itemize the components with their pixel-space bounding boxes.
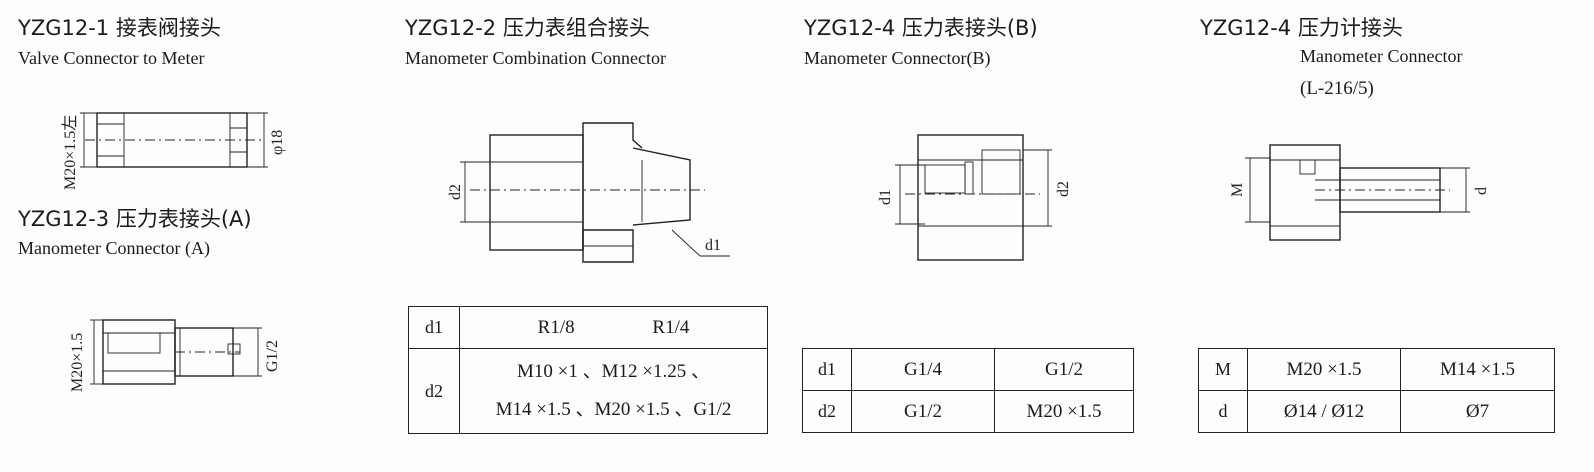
subtitle-yzg12-3: Manometer Connector (A) [18,238,210,258]
dim-yzg12-2-d2: d2 [447,184,464,200]
table-l216-cell: Ø7 [1400,390,1555,433]
yzg12-4b-body [917,134,1024,261]
yzg12-2-hex [582,229,634,263]
dim-yzg12-2-d1: d1 [705,237,721,254]
dim-yzg12-1-dia: φ18 [269,130,286,155]
table-yzg12-4b-head-d1: d1 [802,348,852,391]
drawing-yzg12-4b: d1 d2 [877,134,1072,261]
table-yzg12-2-head-d1: d1 [408,306,460,349]
table-yzg12-4b-cell: M20 ×1.5 [994,390,1134,433]
table-yzg12-2-row2: M10 ×1 、M12 ×1.25 、 M14 ×1.5 、M20 ×1.5 、… [459,348,768,434]
subtitle-yzg12-2: Manometer Combination Connector [405,48,666,68]
title-yzg12-4b: YZG12-4 压力表接头(B) [804,16,1038,40]
dim-yzg12-4b-d2: d2 [1055,181,1072,197]
table-l216-head-d: d [1198,390,1248,433]
yzg12-2-body [489,134,584,251]
dim-l216-m: M [1229,183,1246,197]
table-yzg12-2: d1 R1/8 R1/4 d2 M10 ×1 、M12 ×1.25 、 M14 … [408,306,768,434]
table-yzg12-4b-cell: G1/2 [851,390,995,433]
dim-l216-d: d [1473,187,1490,195]
table-yzg12-2-row1: R1/8 R1/4 [459,306,768,349]
drawing-yzg12-1: M20×1.5左 φ18 [61,112,286,190]
table-l216-cell: M20 ×1.5 [1247,348,1401,391]
table-yzg12-2-head-d2: d2 [408,348,460,434]
subtitle-yzg12-4b: Manometer Connector(B) [804,48,991,68]
table-yzg12-4b: d1 G1/4 G1/2 d2 G1/2 M20 ×1.5 [802,348,1134,433]
drawing-yzg12-2: d2 d1 [447,122,730,263]
title-yzg12-3: YZG12-3 压力表接头(A) [18,207,252,231]
dim-yzg12-3-pipe: G1/2 [264,340,281,372]
drawing-yzg12-3: M20×1.5 G1/2 [69,319,281,392]
title-yzg12-4-l216: YZG12-4 压力计接头 [1200,16,1403,40]
dim-yzg12-3-thread: M20×1.5 [69,333,86,392]
title-yzg12-2: YZG12-2 压力表组合接头 [405,16,650,40]
table-yzg12-4b-cell: G1/4 [851,348,995,391]
subtitle-yzg12-1: Valve Connector to Meter [18,48,205,68]
table-yzg12-4b-head-d2: d2 [802,390,852,433]
table-l216-cell: Ø14 / Ø12 [1247,390,1401,433]
yzg12-3-hex [102,319,176,385]
table-l216-head-m: M [1198,348,1248,391]
subtitle-model-code: (L-216/5) [1300,78,1374,99]
subtitle-yzg12-4-l216: Manometer Connector [1300,46,1463,66]
table-yzg12-4b-cell: G1/2 [994,348,1134,391]
table-l216-cell: M14 ×1.5 [1400,348,1555,391]
dim-yzg12-4b-d1: d1 [877,189,894,205]
drawing-yzg12-4-l216: M d [1229,144,1490,241]
title-yzg12-1: YZG12-1 接表阀接头 [18,16,221,40]
dim-yzg12-1-thread: M20×1.5左 [61,115,79,190]
table-yzg12-4-l216: M M20 ×1.5 M14 ×1.5 d Ø14 / Ø12 Ø7 [1198,348,1555,433]
